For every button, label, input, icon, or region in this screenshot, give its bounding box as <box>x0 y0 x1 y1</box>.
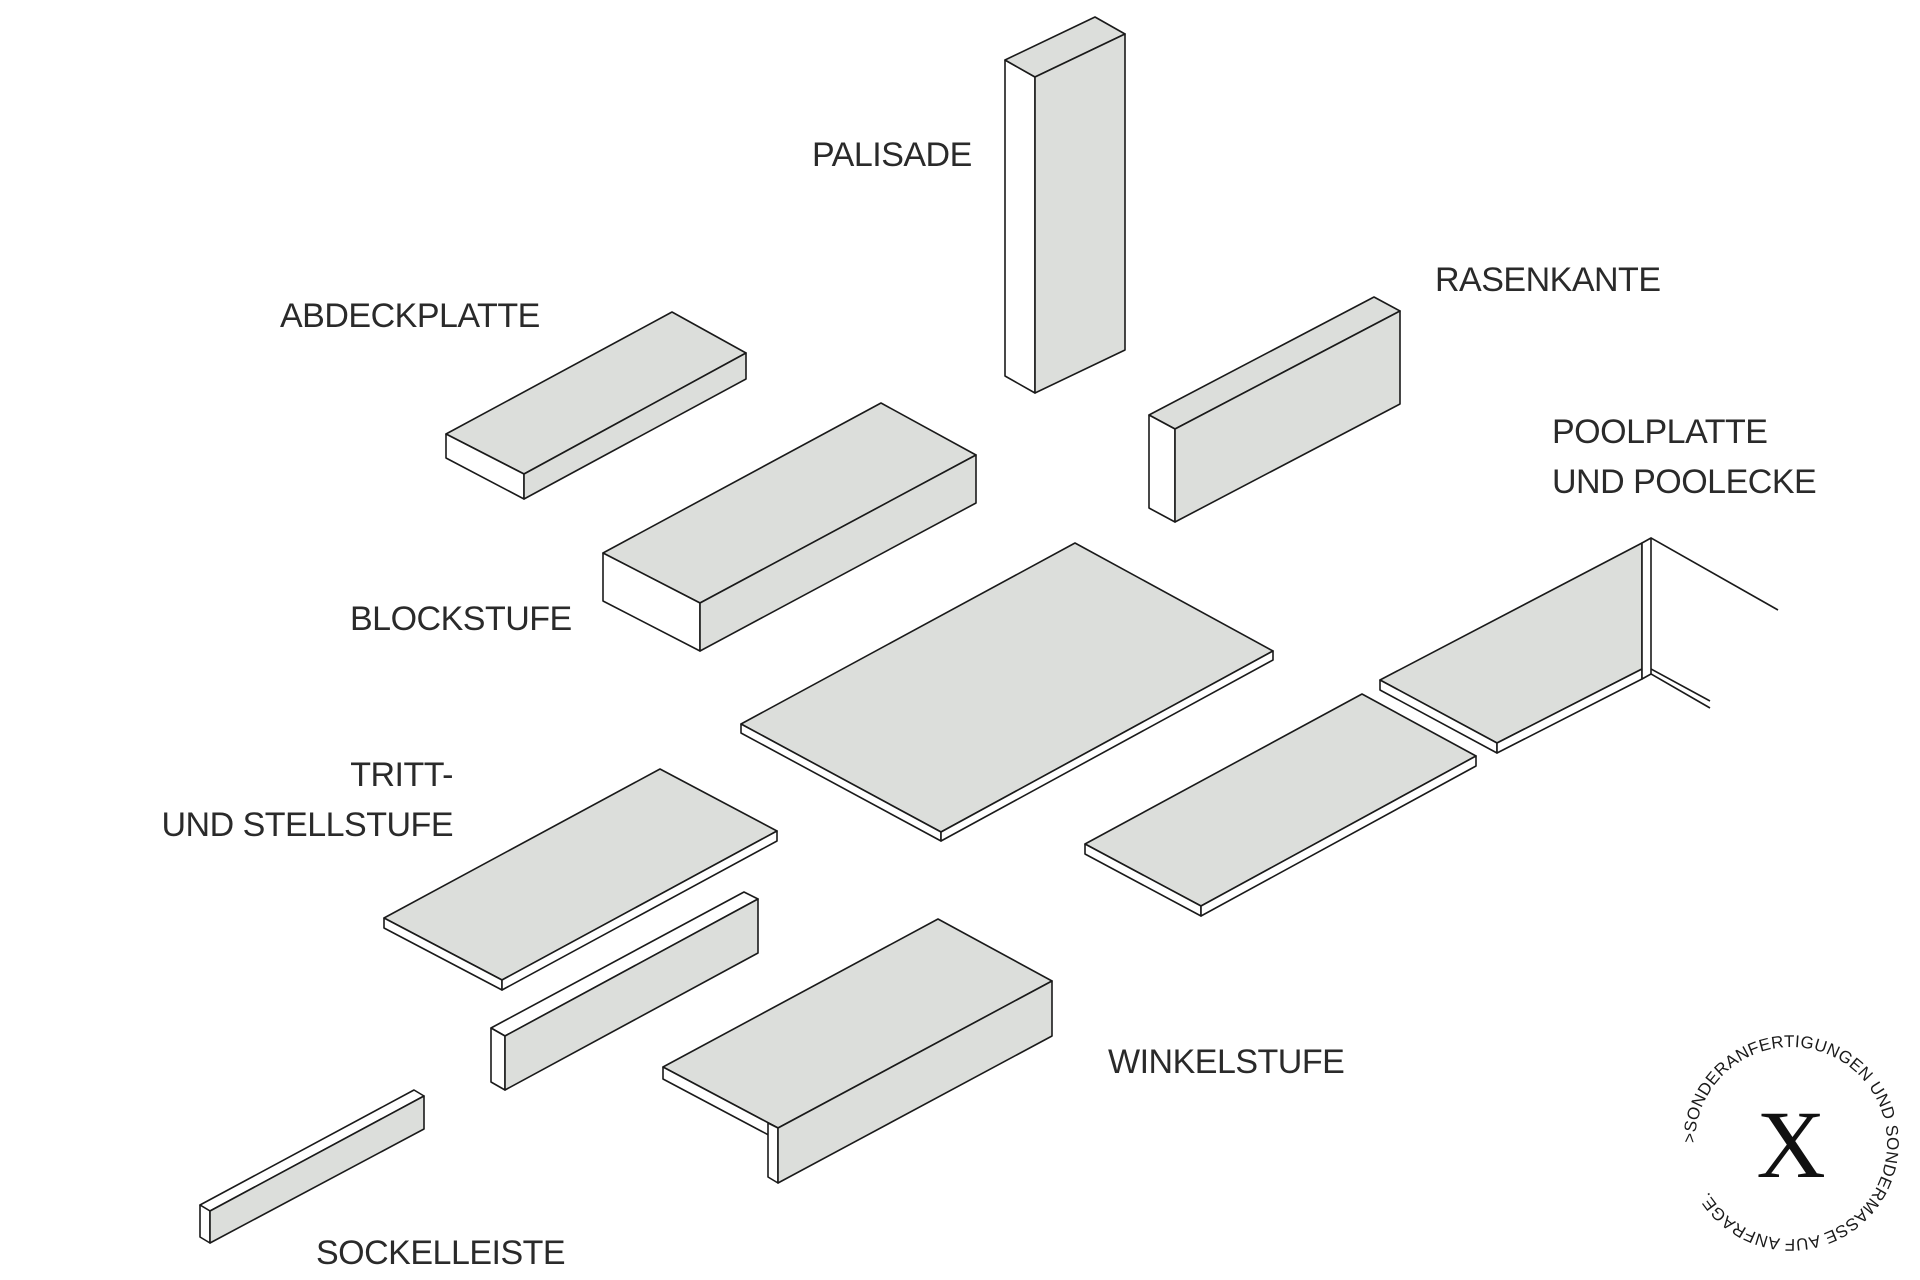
label-abdeckplatte: ABDECKPLATTE <box>280 297 540 335</box>
label-rasenkante: RASENKANTE <box>1435 261 1661 299</box>
stellstufe-shape <box>490 891 759 1091</box>
trittstufe-shape <box>383 768 778 991</box>
label-tritt-2: UND STELLSTUFE <box>162 806 454 844</box>
label-tritt-1: TRITT- <box>350 756 453 794</box>
slab-right-shape <box>1084 693 1477 917</box>
rasenkante-shape <box>1148 296 1401 523</box>
label-sockelleiste: SOCKELLEISTE <box>316 1234 565 1272</box>
label-winkelstufe: WINKELSTUFE <box>1108 1043 1344 1081</box>
label-poolplatte-1: POOLPLATTE <box>1552 413 1767 451</box>
badge-x-symbol: X <box>1756 1091 1825 1198</box>
abdeckplatte-shape <box>445 311 747 500</box>
label-blockstufe: BLOCKSTUFE <box>350 600 572 638</box>
blockstufe-shape <box>602 402 977 652</box>
sockelleiste-shape <box>199 1089 425 1244</box>
label-palisade: PALISADE <box>812 136 972 174</box>
label-poolplatte-2: UND POOLECKE <box>1552 463 1816 501</box>
custom-order-badge: >SONDERANFERTIGUNGEN UND SONDERMASSE AUF… <box>1680 1032 1902 1254</box>
poolplatte-shape <box>740 542 1274 842</box>
palisade-shape <box>1004 16 1126 394</box>
winkelstufe-shape <box>662 918 1053 1184</box>
poolecke-shape <box>1379 537 1779 754</box>
